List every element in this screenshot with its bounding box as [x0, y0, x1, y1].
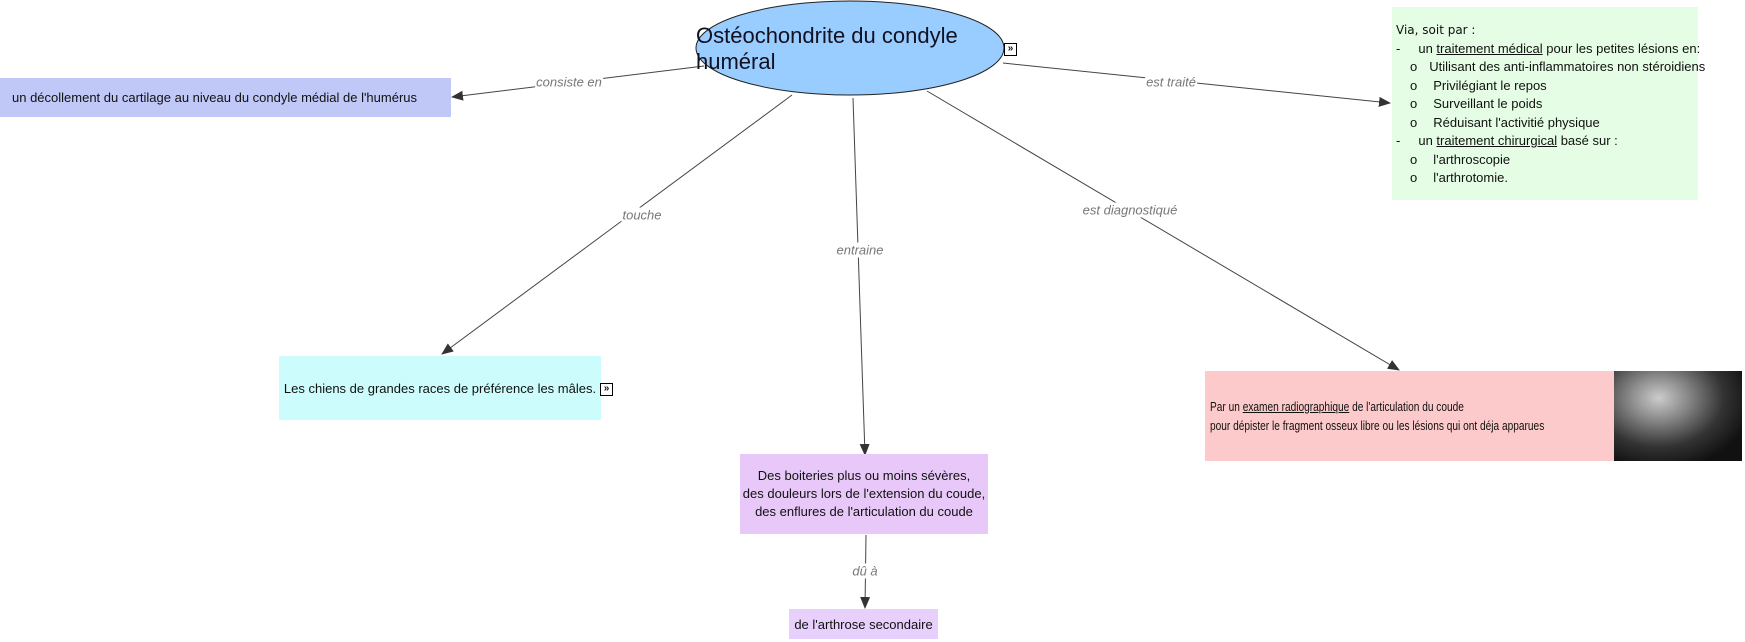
dash: - [1396, 133, 1401, 148]
node-diagnosis[interactable]: Par un examen radiographique de l'articu… [1205, 371, 1614, 461]
diagnosis-line: pour dépister le fragment osseux libre o… [1210, 418, 1545, 433]
link-est-diagnostique [926, 90, 1400, 371]
treatment-item: Surveillant le poids [1433, 96, 1543, 111]
population-text: Les chiens de grandes races de préférenc… [283, 380, 597, 396]
label-entraine: entraine [835, 242, 885, 258]
medical-treatment-link: traitement médical [1436, 40, 1543, 56]
cause-text: de l'arthrose secondaire [794, 616, 933, 632]
treatment-item: l'arthroscopie [1433, 151, 1511, 167]
treatment-intro: Via, soit par : [1396, 23, 1476, 37]
dash: - [1396, 40, 1401, 56]
text: pour les petites lésions en: [1542, 40, 1701, 56]
text: un [1418, 133, 1437, 148]
bullet: o [1410, 77, 1418, 93]
treatment-item: l'arthrotomie. [1433, 170, 1508, 185]
bullet: o [1410, 96, 1418, 111]
node-definition[interactable]: un décollement du cartilage au niveau du… [0, 78, 451, 117]
diagnosis-line1: Par un examen radiographique de l'articu… [1210, 397, 1464, 416]
bullet: o [1410, 114, 1418, 130]
link-touche [441, 94, 793, 355]
symptom-line: des douleurs lors de l'extension du coud… [742, 486, 986, 501]
definition-text: un décollement du cartilage au niveau du… [12, 90, 418, 105]
xray-image [1614, 371, 1742, 461]
treatment-item: Privilégiant le repos [1433, 77, 1547, 93]
node-cause[interactable]: de l'arthrose secondaire [789, 609, 938, 639]
treatment-item: Utilisant des anti-inflammatoires non st… [1429, 59, 1706, 74]
root-node[interactable]: Ostéochondrite du condyle huméral [696, 0, 1004, 97]
text: basé sur : [1557, 133, 1618, 148]
node-population[interactable]: Les chiens de grandes races de préférenc… [279, 356, 601, 420]
label-touche: touche [621, 207, 663, 223]
node-treatment[interactable]: Via, soit par : - un traitement médical p… [1392, 7, 1705, 200]
text: Par un [1210, 399, 1243, 414]
bullet: o [1410, 59, 1418, 74]
expand-icon[interactable]: » [600, 383, 613, 396]
symptom-line: Des boiteries plus ou moins sévères, [757, 468, 971, 483]
radiographic-exam-link: examen radiographique [1242, 399, 1350, 414]
root-title: Ostéochondrite du condyle huméral [696, 22, 958, 74]
bullet: o [1410, 151, 1418, 167]
text: de l'articulation du coude [1349, 399, 1464, 414]
treatment-item: Réduisant l'activitié physique [1433, 114, 1600, 130]
label-est-diagnostique: est diagnostiqué [1081, 202, 1179, 218]
surgical-treatment-link: traitement chirurgical [1436, 133, 1558, 148]
bullet: o [1410, 170, 1418, 185]
symptom-line: des enflures de l'articulation du coude [755, 504, 973, 519]
text: un [1418, 40, 1437, 56]
label-consiste-en: consiste en [535, 74, 603, 90]
expand-icon[interactable]: » [1004, 43, 1017, 56]
label-est-traite: est traité [1145, 74, 1197, 90]
node-symptoms[interactable]: Des boiteries plus ou moins sévères, des… [740, 454, 988, 534]
link-entraine [852, 97, 870, 456]
label-du-a: dû à [851, 563, 879, 579]
